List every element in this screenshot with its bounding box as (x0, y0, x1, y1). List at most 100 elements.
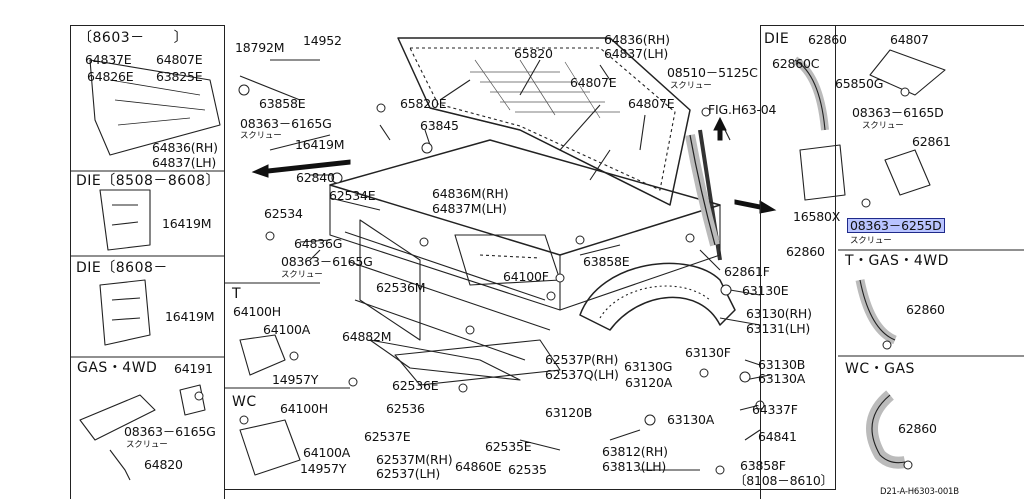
part-label: 63812(RH) (602, 444, 668, 459)
part-label: 16419M (295, 137, 345, 152)
part-label: 63858F (740, 458, 786, 473)
part-label: 64836(RH) (604, 32, 670, 47)
part-label: 64837(LH) (604, 46, 669, 61)
part-label: 62860C (772, 56, 820, 71)
part-label: 16580X (793, 209, 841, 224)
date-range-note: 〔8108－8610〕 (734, 473, 833, 488)
part-label: 62534E (329, 188, 376, 203)
part-label: 64807E (628, 96, 675, 111)
part-label: 08363－6165D (852, 105, 944, 120)
panel-heading: DIE〔8608－ (76, 260, 168, 276)
part-label: 64100H (233, 304, 281, 319)
part-label: 16419M (165, 309, 215, 324)
part-label: 62535E (485, 439, 532, 454)
part-label: 63825E (156, 69, 203, 84)
part-label: 64100A (303, 445, 351, 460)
part-label: 63845 (420, 118, 459, 133)
screw-note: スクリュー (670, 81, 712, 91)
part-label: 64860E (455, 459, 502, 474)
part-label: 63130E (742, 283, 789, 298)
part-label: 64820 (144, 457, 183, 472)
screw-note: スクリュー (240, 131, 282, 141)
part-label: 64837M(LH) (432, 201, 507, 216)
part-label: 62537M(RH) (376, 452, 453, 467)
panel-heading: 〔8603－ 〕 (78, 30, 189, 46)
part-label: 62535 (508, 462, 547, 477)
part-label: 62861 (912, 134, 951, 149)
part-label: 08363－6165G (240, 116, 332, 131)
part-label: 63130B (758, 357, 806, 372)
part-label: 14957Y (300, 461, 347, 476)
highlighted-part-label[interactable]: 08363－6255D (847, 218, 945, 233)
part-label: 64837(LH) (152, 155, 217, 170)
part-label: 64100F (503, 269, 549, 284)
part-label: 63858E (259, 96, 306, 111)
part-label: 64841 (758, 429, 797, 444)
part-label: 64826E (87, 69, 134, 84)
part-label: 64807 (890, 32, 929, 47)
part-label: 62860 (808, 32, 847, 47)
screw-note: スクリュー (281, 270, 323, 280)
part-label: 64836M(RH) (432, 186, 509, 201)
part-label: 64100A (263, 322, 311, 337)
part-label: 62536E (392, 378, 439, 393)
part-label: 64807E (156, 52, 203, 67)
part-label: 63130A (758, 371, 806, 386)
screw-note: スクリュー (126, 440, 168, 450)
panel-heading: DIE (764, 31, 790, 47)
part-label: 63813(LH) (602, 459, 667, 474)
part-label: 62537E (364, 429, 411, 444)
part-label: 64191 (174, 361, 213, 376)
part-label: 64100H (280, 401, 328, 416)
part-label: 62536 (386, 401, 425, 416)
part-label: 62537(LH) (376, 466, 441, 481)
part-label: 08363－6165G (124, 424, 216, 439)
part-label: 65820 (514, 46, 553, 61)
part-label: 65820E (400, 96, 447, 111)
part-label: 14952 (303, 33, 342, 48)
part-label: 64836G (294, 236, 343, 251)
part-label: 18792M (235, 40, 285, 55)
part-label: 62537P(RH) (545, 352, 619, 367)
part-label: 14957Y (272, 372, 319, 387)
part-label: 62534 (264, 206, 303, 221)
part-label: 63130G (624, 359, 673, 374)
part-label: 64836(RH) (152, 140, 218, 155)
part-label: 16419M (162, 216, 212, 231)
figure-reference[interactable]: FIG.H63-04 (708, 102, 777, 117)
part-label: 63131(LH) (746, 321, 811, 336)
part-label: 08510－5125C (667, 65, 758, 80)
part-label: 64337F (752, 402, 798, 417)
panel-heading: T・GAS・4WD (845, 253, 949, 269)
part-label: 62537Q(LH) (545, 367, 619, 382)
panel-heading: WC・GAS (845, 361, 915, 377)
part-label: 63130F (685, 345, 731, 360)
part-label: 62840 (296, 170, 335, 185)
screw-note: スクリュー (862, 121, 904, 131)
part-label: 63858E (583, 254, 630, 269)
panel-frame-right (760, 25, 1024, 499)
panel-heading: GAS・4WD (77, 360, 158, 376)
panel-frame-main (224, 25, 836, 490)
part-label: 63130A (667, 412, 715, 427)
panel-heading: DIE〔8508－8608〕 (76, 173, 221, 189)
part-label: 64807E (570, 75, 617, 90)
panel-frame-left (70, 25, 225, 499)
part-label: 63120B (545, 405, 593, 420)
part-label: 64882M (342, 329, 392, 344)
figure-code: D21-A-H6303-001B (880, 487, 959, 497)
part-label: 64837E (85, 52, 132, 67)
part-label: 62861F (724, 264, 770, 279)
part-label: 62860 (898, 421, 937, 436)
panel-heading: WC (232, 394, 257, 410)
part-label: 65850G (835, 76, 884, 91)
part-label: 63130(RH) (746, 306, 812, 321)
part-label: 08363－6165G (281, 254, 373, 269)
part-label: 62536M (376, 280, 426, 295)
screw-note: スクリュー (850, 236, 892, 246)
part-label: 62860 (906, 302, 945, 317)
part-label: 63120A (625, 375, 673, 390)
panel-heading: T (232, 286, 242, 302)
